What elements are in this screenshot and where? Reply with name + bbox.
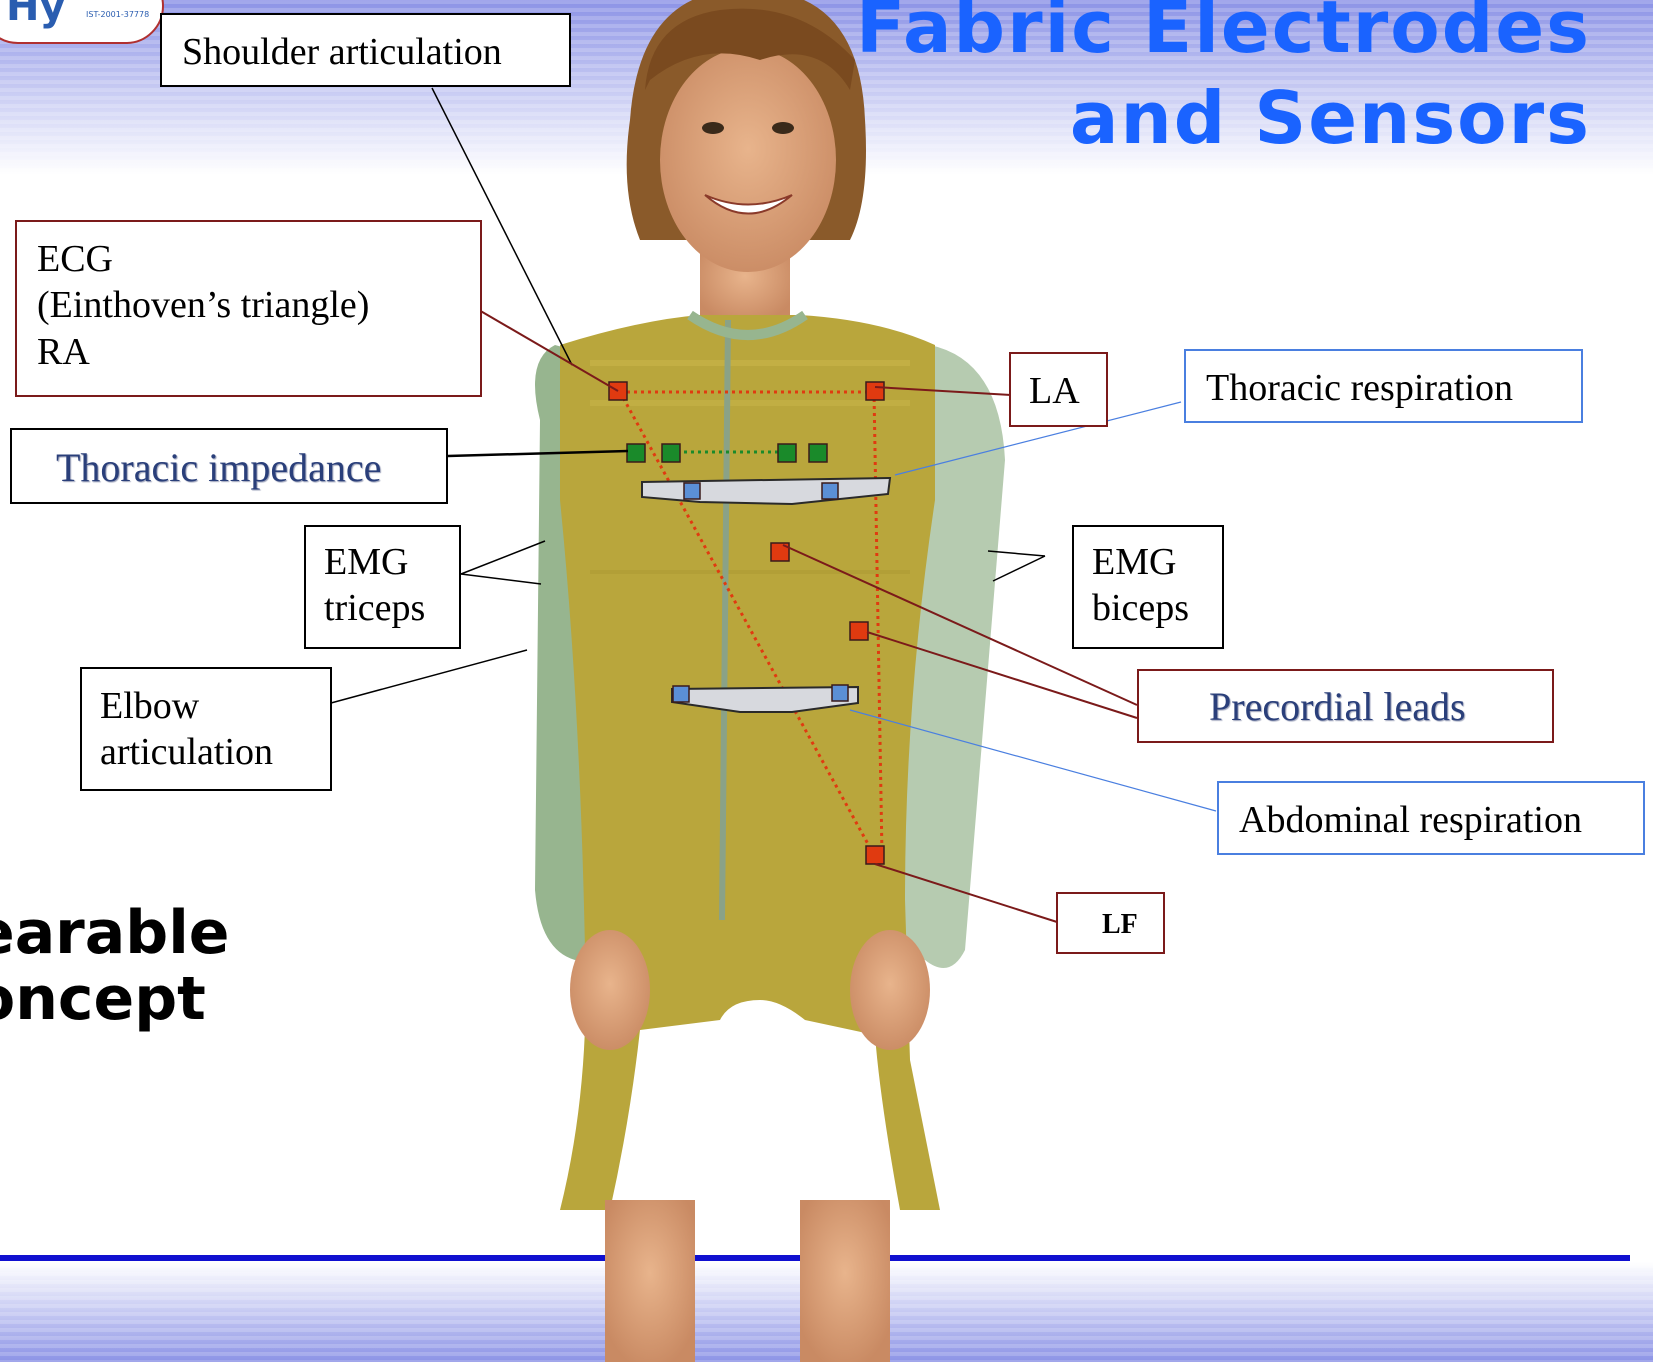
label-emg-biceps-line-2: biceps xyxy=(1092,585,1222,631)
label-emg-biceps-line-1: EMG xyxy=(1092,539,1222,585)
sensor-abdominal-2 xyxy=(832,685,848,701)
label-elbow-line-1: Elbow xyxy=(100,683,330,729)
logo-word: Hy xyxy=(6,0,66,30)
electrode-la xyxy=(866,382,884,400)
label-abdominal-text: Abdominal respiration xyxy=(1239,799,1582,841)
label-ecg: ECG (Einthoven’s triangle) RA xyxy=(15,220,482,397)
label-precordial-leads: Precordial leads xyxy=(1137,669,1554,743)
electrode-precordial-2 xyxy=(850,622,868,640)
electrode-impedance-4 xyxy=(809,444,827,462)
logo-badge: Hy IST-2001-37778 xyxy=(0,0,164,44)
label-lf-text: LF xyxy=(1102,909,1138,940)
electrode-impedance-2 xyxy=(662,444,680,462)
label-lf: LF xyxy=(1056,892,1165,954)
title-line-1: Fabric Electrodes xyxy=(856,0,1591,73)
label-emg-triceps-line-2: triceps xyxy=(324,585,459,631)
label-elbow-line-2: articulation xyxy=(100,729,330,775)
electrode-impedance-1 xyxy=(627,444,645,462)
label-thoracic-respiration-text: Thoracic respiration xyxy=(1206,367,1513,409)
label-thoracic-impedance: Thoracic impedance xyxy=(10,428,448,504)
sensor-thoracic-1 xyxy=(684,483,700,499)
sensor-thoracic-2 xyxy=(822,483,838,499)
label-emg-biceps: EMG biceps xyxy=(1072,525,1224,649)
label-la: LA xyxy=(1009,352,1108,427)
label-shoulder-articulation: Shoulder articulation xyxy=(160,13,571,87)
label-ecg-line-1: ECG xyxy=(37,236,480,282)
person-photo xyxy=(535,0,1005,1362)
label-thoracic-impedance-text: Thoracic impedance xyxy=(56,445,381,490)
label-emg-triceps: EMG triceps xyxy=(304,525,461,649)
label-precordial-text: Precordial leads xyxy=(1209,684,1466,729)
title-line-2: and Sensors xyxy=(856,73,1591,164)
label-emg-triceps-line-1: EMG xyxy=(324,539,459,585)
subtitle-line-2: oncept xyxy=(0,966,229,1032)
subtitle-line-1: earable xyxy=(0,900,229,966)
slide-subtitle: earable oncept xyxy=(0,900,229,1032)
sensor-abdominal-1 xyxy=(673,686,689,702)
logo-small-text: IST-2001-37778 xyxy=(86,10,149,19)
label-la-text: LA xyxy=(1029,370,1080,412)
label-elbow-articulation: Elbow articulation xyxy=(80,667,332,791)
label-ecg-line-2: (Einthoven’s triangle) xyxy=(37,282,480,328)
label-thoracic-respiration: Thoracic respiration xyxy=(1184,349,1583,423)
label-ecg-line-3: RA xyxy=(37,329,480,375)
slide-title: Fabric Electrodes and Sensors xyxy=(856,0,1591,163)
label-abdominal-respiration: Abdominal respiration xyxy=(1217,781,1645,855)
electrode-lf xyxy=(866,846,884,864)
label-shoulder-text: Shoulder articulation xyxy=(182,31,502,73)
electrode-impedance-3 xyxy=(778,444,796,462)
